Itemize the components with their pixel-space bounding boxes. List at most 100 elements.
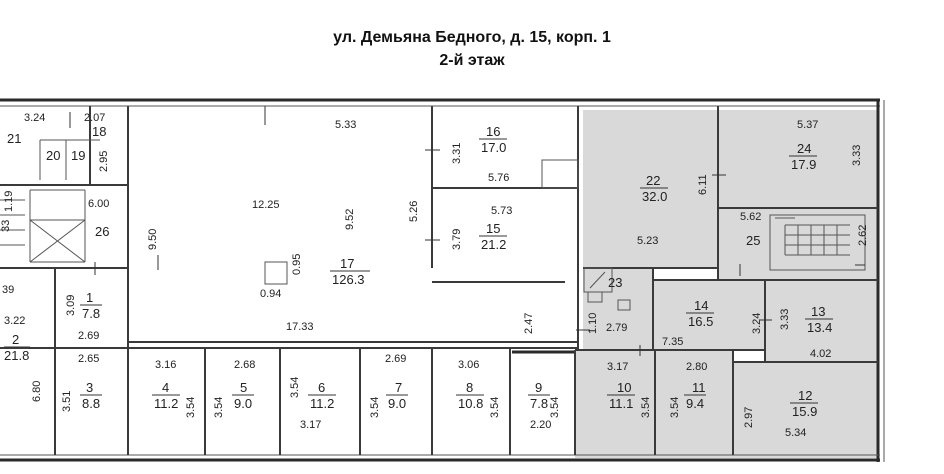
dimension-labels: 3.24 2.07 2.95 1.19 6.00 9.50 12.25 5.33… — [0, 112, 869, 439]
room-area-8: 10.8 — [458, 396, 483, 411]
room-number-17: 17 — [340, 256, 354, 271]
dim: 2.80 — [686, 361, 707, 373]
room-area-24: 17.9 — [791, 157, 816, 172]
dim: 6.80 — [31, 381, 43, 402]
dim: 2.47 — [523, 313, 535, 334]
dim: 12.25 — [252, 199, 280, 211]
room-number-21: 21 — [7, 131, 21, 146]
room-area-1: 7.8 — [82, 306, 100, 321]
dim: 9.50 — [147, 229, 159, 250]
dim: 3.31 — [451, 143, 463, 164]
room-area-4: 11.2 — [154, 396, 178, 411]
dim: 3.24 — [751, 313, 763, 334]
dim: 3.17 — [607, 361, 628, 373]
dim: 3.33 — [851, 145, 863, 166]
dim: 3.54 — [489, 397, 501, 418]
room-number-26: 26 — [95, 224, 109, 239]
label-bars — [4, 138, 833, 404]
room-number-2: 2 — [12, 332, 19, 347]
dim: 2.69 — [385, 353, 406, 365]
room-number-23: 23 — [608, 275, 622, 290]
dim: 0.94 — [260, 288, 281, 300]
room-number-18: 18 — [92, 124, 106, 139]
room-number-5: 5 — [240, 380, 247, 395]
room-area-14: 16.5 — [688, 314, 713, 329]
room-area-12: 15.9 — [792, 404, 817, 419]
room-number-12: 12 — [798, 388, 812, 403]
dim: 6.00 — [88, 198, 109, 210]
room-area-6: 11.2 — [310, 396, 334, 411]
dim: 5.26 — [408, 201, 420, 222]
dim: 2.65 — [78, 353, 99, 365]
room-number-11: 11 — [692, 380, 706, 395]
dim: 3.54 — [289, 377, 301, 398]
room-number-16: 16 — [486, 124, 500, 139]
dim: 3.54 — [369, 397, 381, 418]
dim: 2.79 — [606, 322, 627, 334]
dim: 33 — [0, 220, 12, 232]
room-labels: 21 18 20 19 26 1 7.8 2 21.8 3 8.8 4 11.2… — [4, 124, 832, 419]
room-area-15: 21.2 — [481, 237, 506, 252]
dim: 5.33 — [335, 119, 356, 131]
room-number-6: 6 — [318, 380, 325, 395]
room-area-13: 13.4 — [807, 320, 832, 335]
room-number-1: 1 — [86, 290, 93, 305]
room-number-3: 3 — [86, 380, 93, 395]
room-number-19: 19 — [71, 148, 85, 163]
dim: 1.19 — [3, 191, 15, 212]
room-number-8: 8 — [466, 380, 473, 395]
dim: 5.23 — [637, 235, 658, 247]
dim: 39 — [2, 284, 14, 296]
dim: 4.02 — [810, 348, 831, 360]
dim: 2.95 — [98, 151, 110, 172]
dim: 2.20 — [530, 419, 551, 431]
dimension-ticks — [69, 106, 865, 356]
dim: 17.33 — [286, 321, 314, 333]
dim: 3.09 — [65, 295, 77, 316]
dim: 3.54 — [185, 397, 197, 418]
room-number-7: 7 — [395, 380, 402, 395]
dim: 3.51 — [61, 391, 73, 412]
dim: 5.76 — [488, 172, 509, 184]
dim: 3.33 — [779, 309, 791, 330]
room-area-17: 126.3 — [332, 272, 365, 287]
dim: 3.54 — [213, 397, 225, 418]
dim: 2.69 — [78, 330, 99, 342]
dim: 3.54 — [669, 397, 681, 418]
dim: 3.79 — [451, 229, 463, 250]
room-area-5: 9.0 — [234, 396, 252, 411]
dim: 3.22 — [4, 315, 25, 327]
room-area-3: 8.8 — [82, 396, 100, 411]
floor-title: 2-й этаж — [439, 52, 505, 69]
room-number-4: 4 — [162, 380, 169, 395]
dim: 5.34 — [785, 427, 806, 439]
address-title: ул. Демьяна Бедного, д. 15, корп. 1 — [333, 29, 611, 46]
room-area-9: 7.8 — [530, 396, 548, 411]
room-area-2: 21.8 — [4, 348, 29, 363]
dim: 1.10 — [587, 313, 599, 334]
room-number-20: 20 — [46, 148, 60, 163]
room-number-9: 9 — [535, 380, 542, 395]
room-number-10: 10 — [617, 380, 631, 395]
room-area-16: 17.0 — [481, 140, 506, 155]
dim: 0.95 — [291, 254, 303, 275]
dim: 2.68 — [234, 359, 255, 371]
dim: 2.07 — [84, 112, 105, 124]
room-area-7: 9.0 — [388, 396, 406, 411]
room-area-22: 32.0 — [642, 189, 667, 204]
room-area-10: 11.1 — [609, 396, 633, 411]
room-number-22: 22 — [646, 173, 660, 188]
room-number-14: 14 — [694, 298, 708, 313]
dim: 3.17 — [300, 419, 321, 431]
room-area-11: 9.4 — [686, 396, 704, 411]
dim: 3.16 — [155, 359, 176, 371]
dim: 9.52 — [344, 209, 356, 230]
dim: 5.62 — [740, 211, 761, 223]
walls — [0, 98, 885, 462]
dim: 3.54 — [549, 397, 561, 418]
dim: 5.73 — [491, 205, 512, 217]
dim: 2.62 — [857, 225, 869, 246]
room-number-13: 13 — [811, 304, 825, 319]
dim: 5.37 — [797, 119, 818, 131]
